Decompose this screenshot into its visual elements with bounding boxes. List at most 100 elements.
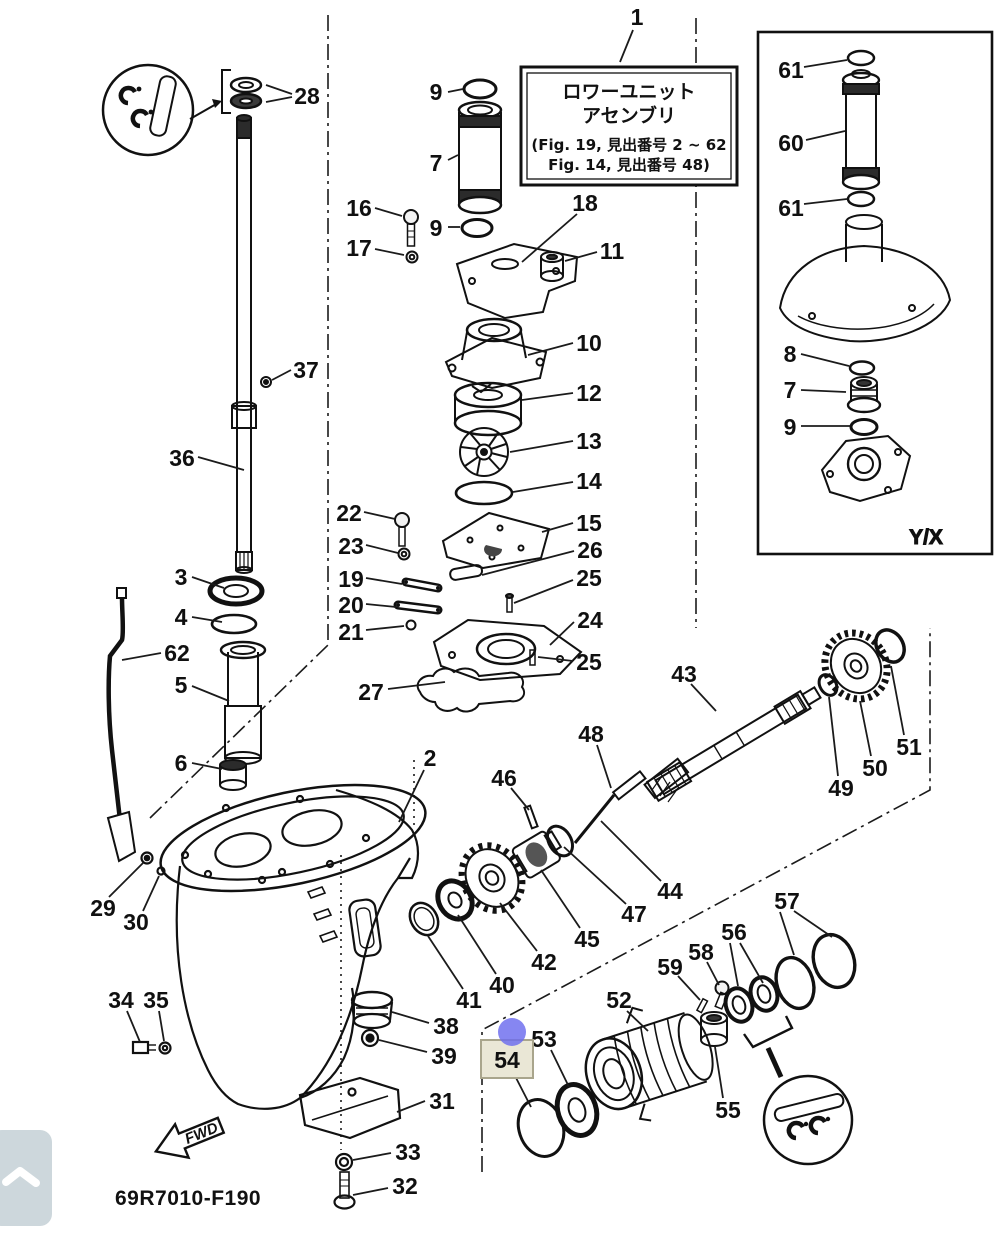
callout-45[interactable]: 45 bbox=[540, 869, 600, 952]
fwd-arrow: FWD bbox=[153, 1116, 226, 1160]
title-box: ロワーユニット アセンブリ (Fig. 19, 見出番号 2 ~ 62 Fig.… bbox=[519, 65, 739, 187]
callout-52[interactable]: 52 bbox=[606, 987, 649, 1032]
selected-part-marker-dot[interactable] bbox=[498, 1018, 526, 1046]
callout-32[interactable]: 32 bbox=[352, 1173, 418, 1199]
callout-33[interactable]: 33 bbox=[352, 1139, 421, 1165]
svg-text:62: 62 bbox=[164, 640, 190, 666]
bearing-carrier-drawing bbox=[516, 932, 857, 1166]
callout-55[interactable]: 55 bbox=[714, 1046, 741, 1123]
callout-15[interactable]: 15 bbox=[541, 510, 602, 536]
callout-53[interactable]: 53 bbox=[531, 1026, 570, 1088]
callout-21[interactable]: 21 bbox=[338, 619, 405, 645]
carrier-cap-52 bbox=[584, 1006, 714, 1122]
svg-text:9: 9 bbox=[430, 79, 443, 105]
callout-61[interactable]: 61 bbox=[778, 57, 848, 83]
callout-31[interactable]: 31 bbox=[396, 1088, 455, 1114]
callout-54[interactable]: 54 bbox=[480, 1039, 534, 1108]
callout-10[interactable]: 10 bbox=[527, 330, 602, 356]
callout-29[interactable]: 29 bbox=[90, 862, 144, 921]
callout-7[interactable]: 7 bbox=[430, 150, 459, 176]
callout-35[interactable]: 35 bbox=[143, 987, 169, 1042]
callout-44[interactable]: 44 bbox=[600, 820, 683, 904]
callout-18[interactable]: 18 bbox=[521, 190, 598, 263]
callout-11[interactable]: 11 bbox=[564, 238, 624, 264]
callout-17[interactable]: 17 bbox=[346, 235, 405, 261]
svg-text:23: 23 bbox=[338, 533, 364, 559]
callout-48[interactable]: 48 bbox=[578, 721, 612, 789]
callout-26[interactable]: 26 bbox=[481, 537, 603, 576]
lower-driveshaft-parts bbox=[207, 575, 267, 791]
callout-20[interactable]: 20 bbox=[338, 592, 397, 618]
callout-9[interactable]: 9 bbox=[784, 414, 850, 440]
svg-text:35: 35 bbox=[143, 987, 169, 1013]
svg-text:50: 50 bbox=[862, 755, 888, 781]
svg-text:39: 39 bbox=[431, 1043, 457, 1069]
callout-36[interactable]: 36 bbox=[169, 445, 245, 471]
fwd-label: FWD bbox=[182, 1119, 220, 1148]
title-line-1: ロワーユニット bbox=[562, 81, 695, 103]
callout-24[interactable]: 24 bbox=[549, 607, 603, 646]
callout-43[interactable]: 43 bbox=[671, 661, 717, 712]
callout-59[interactable]: 59 bbox=[657, 954, 701, 1001]
plug-7 bbox=[846, 376, 882, 414]
callout-8[interactable]: 8 bbox=[784, 341, 850, 367]
callout-60[interactable]: 60 bbox=[778, 130, 846, 156]
svg-text:9: 9 bbox=[430, 215, 443, 241]
key-26 bbox=[449, 564, 484, 581]
callout-9[interactable]: 9 bbox=[430, 79, 464, 105]
callout-25[interactable]: 25 bbox=[513, 565, 602, 604]
callout-12[interactable]: 12 bbox=[521, 380, 602, 406]
callout-13[interactable]: 13 bbox=[509, 428, 602, 454]
callout-6[interactable]: 6 bbox=[175, 750, 223, 776]
callout-34[interactable]: 34 bbox=[108, 987, 141, 1043]
drive-shaft bbox=[231, 114, 272, 574]
detail-ref-label: Y/X bbox=[909, 526, 943, 549]
callout-42[interactable]: 42 bbox=[499, 902, 557, 975]
callout-47[interactable]: 47 bbox=[563, 846, 647, 927]
callout-50[interactable]: 50 bbox=[859, 700, 888, 781]
prop-shaft-43 bbox=[645, 685, 822, 803]
clip-37 bbox=[260, 376, 272, 388]
title-line-3: (Fig. 19, 見出番号 2 ~ 62 bbox=[531, 136, 726, 154]
callout-61[interactable]: 61 bbox=[778, 195, 848, 221]
svg-text:13: 13 bbox=[576, 428, 602, 454]
callout-14[interactable]: 14 bbox=[512, 468, 602, 494]
callout-62[interactable]: 62 bbox=[121, 640, 190, 666]
callout-25[interactable]: 25 bbox=[537, 649, 602, 675]
reverse-gear-50 bbox=[821, 629, 891, 703]
callout-57[interactable]: 57 bbox=[774, 888, 833, 956]
callout-27[interactable]: 27 bbox=[358, 679, 446, 705]
callout-58[interactable]: 58 bbox=[688, 939, 720, 986]
callout-22[interactable]: 22 bbox=[336, 500, 396, 526]
callout-19[interactable]: 19 bbox=[338, 566, 403, 592]
callout-56[interactable]: 56 bbox=[721, 919, 764, 987]
callout-3[interactable]: 3 bbox=[175, 564, 225, 590]
callout-7[interactable]: 7 bbox=[784, 377, 847, 403]
svg-text:59: 59 bbox=[657, 954, 683, 980]
o-ring-9a bbox=[462, 78, 498, 100]
svg-text:34: 34 bbox=[108, 987, 134, 1013]
svg-text:60: 60 bbox=[778, 130, 804, 156]
detail-box-yx: Y/X bbox=[756, 30, 994, 556]
callout-1[interactable]: 1 bbox=[619, 4, 644, 63]
callout-2[interactable]: 2 bbox=[398, 745, 436, 823]
callout-16[interactable]: 16 bbox=[346, 195, 403, 221]
callout-37[interactable]: 37 bbox=[271, 357, 319, 383]
svg-text:4: 4 bbox=[175, 604, 188, 630]
callout-9[interactable]: 9 bbox=[430, 215, 460, 241]
title-line-2: アセンブリ bbox=[582, 104, 676, 127]
callout-4[interactable]: 4 bbox=[175, 604, 223, 630]
callout-40[interactable]: 40 bbox=[457, 914, 515, 998]
callout-46[interactable]: 46 bbox=[491, 765, 530, 811]
callout-41[interactable]: 41 bbox=[427, 935, 482, 1013]
callout-49[interactable]: 49 bbox=[828, 696, 854, 801]
callout-38[interactable]: 38 bbox=[391, 1011, 459, 1039]
callout-51[interactable]: 51 bbox=[890, 665, 922, 760]
scroll-up-button[interactable] bbox=[0, 1130, 52, 1226]
callout-28[interactable]: 28 bbox=[265, 83, 320, 109]
callout-39[interactable]: 39 bbox=[378, 1039, 457, 1069]
callout-30[interactable]: 30 bbox=[123, 875, 160, 935]
callout-layer: 1979161718111012131415262524252722231920… bbox=[90, 4, 922, 1199]
callout-23[interactable]: 23 bbox=[338, 533, 399, 559]
callout-5[interactable]: 5 bbox=[175, 672, 230, 702]
